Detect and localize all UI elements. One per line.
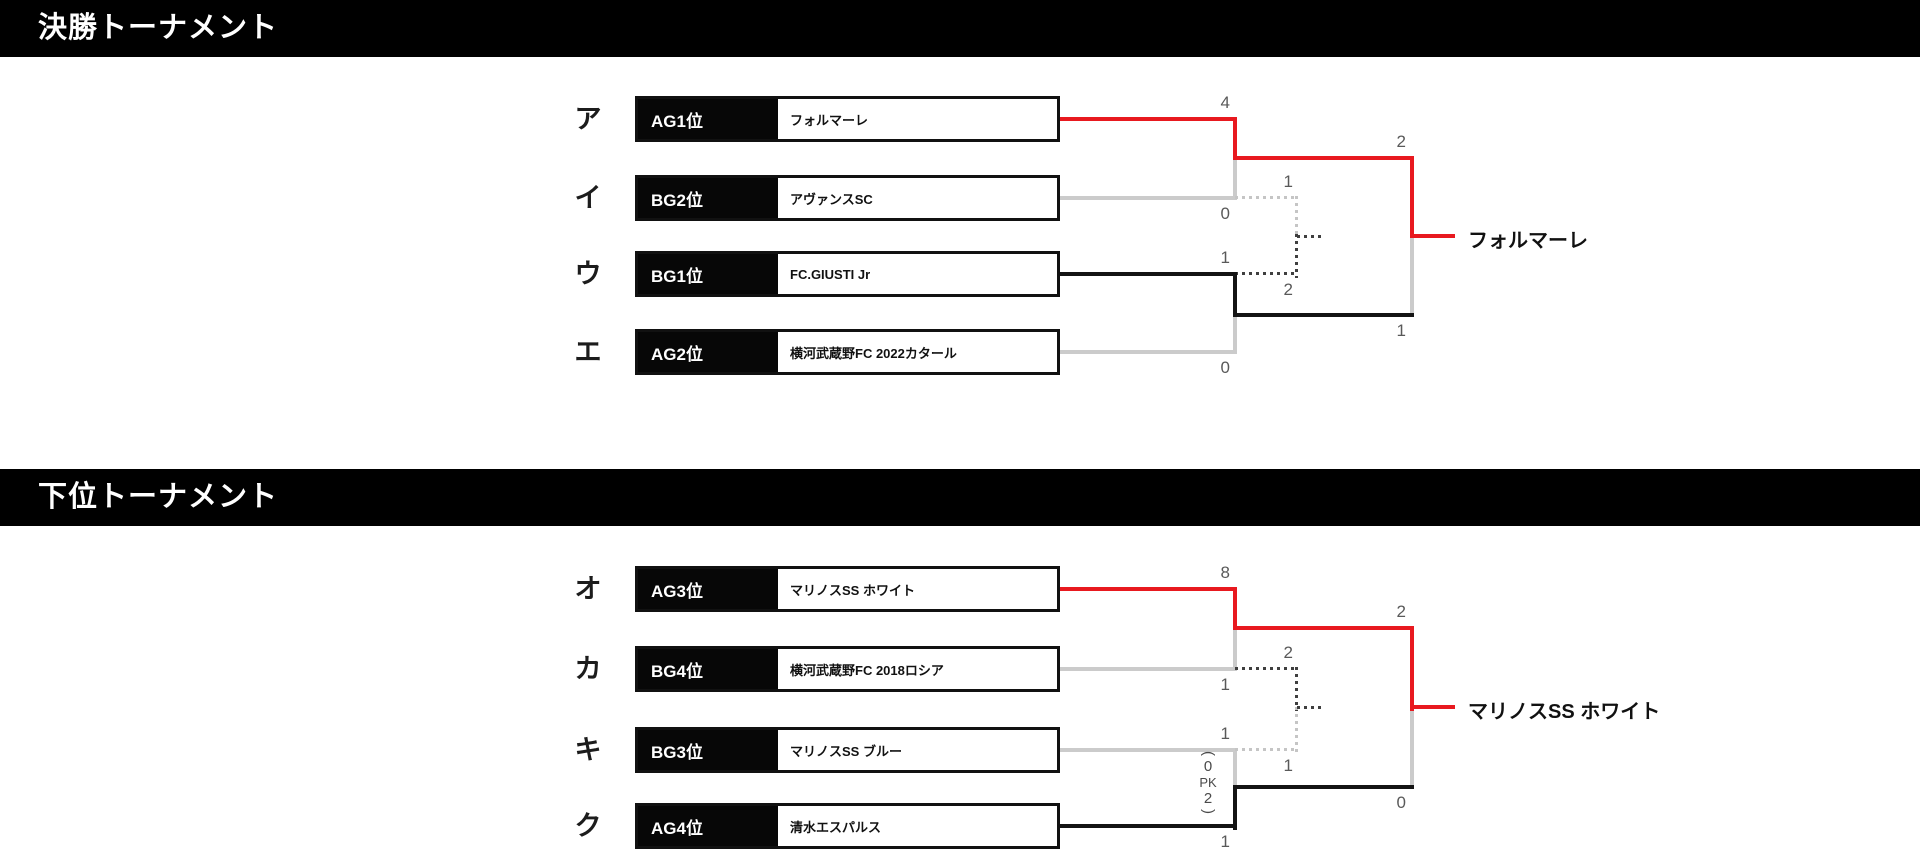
bracket-line-loser [1410,236,1414,317]
bracket-line-champion [1233,587,1237,630]
bracket-line-champion [1410,626,1414,711]
score-third-bottom: 1 [1283,756,1293,775]
bracket-line-champion [1060,117,1237,121]
bracket-line-loser [1060,748,1237,752]
pk-score-top: 0 [1203,758,1213,775]
seed-label: AG4位 [638,806,778,846]
team-name: マリノスSS ホワイト [778,569,1057,609]
team-box: AG1位 フォルマーレ [635,96,1060,142]
team-name: 横河武蔵野FC 2018ロシア [778,649,1057,689]
bracket-line-champion [1233,156,1414,160]
score-sf1-top: 8 [1220,563,1230,582]
score-final-bottom: 0 [1396,793,1406,812]
team-name: 清水エスパルス [778,806,1057,846]
pk-close-paren: ) [1199,809,1217,814]
bracket-line-loser [1060,667,1237,671]
seed-label: AG3位 [638,569,778,609]
bracket-line-loser [1060,196,1237,200]
pk-note: ( 0 PK 2 ) [1186,749,1230,816]
bracket-line-winner [1233,272,1237,317]
round-letter: オ [574,574,602,604]
team-box: BG2位 アヴァンスSC [635,175,1060,221]
bracket-line-loser [1233,158,1237,200]
third-place-dotted-line [1235,667,1297,670]
third-place-dotted-line [1295,234,1298,278]
champion-label: フォルマーレ [1468,230,1588,252]
score-sf2-top: 1 [1220,248,1230,267]
round-letter: エ [574,337,602,367]
team-box: AG3位 マリノスSS ホワイト [635,566,1060,612]
team-box: BG1位 FC.GIUSTI Jr [635,251,1060,297]
seed-label: AG2位 [638,332,778,372]
score-final-bottom: 1 [1396,321,1406,340]
team-name: マリノスSS ブルー [778,730,1057,770]
third-place-dotted-line [1235,272,1297,275]
score-sf1-bottom: 1 [1220,675,1230,694]
score-third-top: 2 [1283,643,1293,662]
bracket-line-winner [1060,824,1237,828]
third-place-dotted-line [1297,235,1323,238]
bracket-line-loser [1233,748,1237,787]
bracket-line-champion [1410,705,1455,709]
bracket-line-winner [1233,785,1237,830]
section-header-final: 決勝トーナメント [0,0,1920,57]
bracket-line-champion [1233,117,1237,160]
third-place-dotted-line [1295,196,1298,238]
team-name: フォルマーレ [778,99,1057,139]
section-title: 決勝トーナメント [38,12,279,44]
score-sf2-bottom: 0 [1220,358,1230,377]
round-letter: ウ [574,259,602,289]
pk-score-bottom: 2 [1203,790,1213,807]
seed-label: BG4位 [638,649,778,689]
seed-label: BG2位 [638,178,778,218]
section-header-lower: 下位トーナメント [0,469,1920,526]
score-sf1-top: 4 [1220,93,1230,112]
third-place-dotted-line [1295,707,1298,752]
score-third-top: 1 [1283,172,1293,191]
score-sf2-bottom: 1 [1220,832,1230,850]
team-box: BG4位 横河武蔵野FC 2018ロシア [635,646,1060,692]
third-place-dotted-line [1297,706,1323,709]
bracket-line-champion [1233,626,1414,630]
team-name: FC.GIUSTI Jr [778,254,1057,294]
round-letter: ア [574,104,602,134]
score-final-top: 2 [1396,132,1406,151]
team-name: アヴァンスSC [778,178,1057,218]
seed-label: AG1位 [638,99,778,139]
score-sf1-bottom: 0 [1220,204,1230,223]
bracket-line-loser [1233,628,1237,669]
seed-label: BG3位 [638,730,778,770]
pk-open-paren: ( [1199,751,1217,756]
team-box: BG3位 マリノスSS ブルー [635,727,1060,773]
bracket-line-champion [1060,587,1237,591]
score-third-bottom: 2 [1283,280,1293,299]
third-place-dotted-line [1235,196,1297,199]
bracket-line-winner [1060,272,1237,276]
team-name: 横河武蔵野FC 2022カタール [778,332,1057,372]
score-final-top: 2 [1396,602,1406,621]
round-letter: キ [574,735,602,765]
bracket-line-champion [1410,234,1455,238]
round-letter: イ [574,183,602,213]
team-box: AG2位 横河武蔵野FC 2022カタール [635,329,1060,375]
bracket-line-champion [1410,156,1414,238]
seed-label: BG1位 [638,254,778,294]
bracket-line-loser [1410,707,1414,789]
bracket-line-finalist [1233,785,1414,789]
champion-label: マリノスSS ホワイト [1468,701,1661,723]
third-place-dotted-line [1295,667,1298,711]
bracket-line-loser [1233,313,1237,354]
round-letter: カ [574,654,602,684]
pk-label: PK [1199,775,1217,790]
score-sf2-top: 1 [1220,724,1230,743]
section-title: 下位トーナメント [38,481,279,513]
bracket-line-loser [1060,350,1237,354]
bracket-line-finalist [1233,313,1414,317]
third-place-dotted-line [1235,748,1297,751]
round-letter: ク [574,811,602,841]
team-box: AG4位 清水エスパルス [635,803,1060,849]
